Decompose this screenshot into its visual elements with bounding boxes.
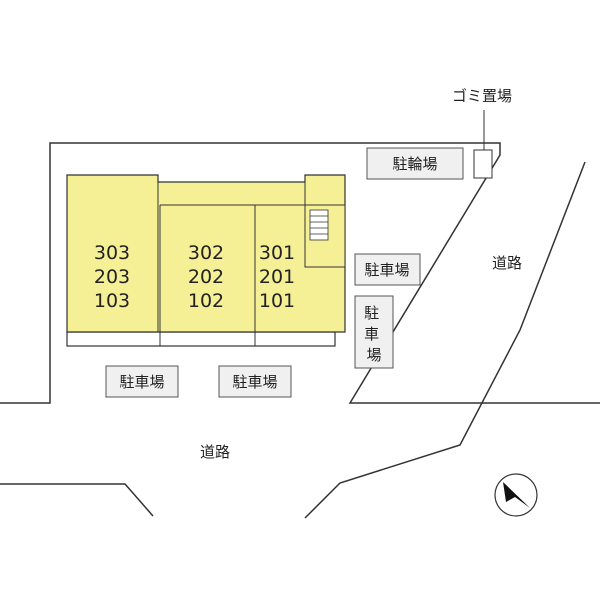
garbage-label: ゴミ置場 bbox=[452, 87, 512, 105]
parking-box-east bbox=[354, 253, 421, 286]
parking-char-3: 場 bbox=[366, 346, 381, 364]
parking-box-vertical bbox=[354, 295, 394, 369]
parking-label-west: 駐車場 bbox=[119, 373, 164, 391]
unit-102: 102 bbox=[188, 290, 224, 312]
road-edge-right bbox=[304, 161, 586, 519]
unit-302: 302 bbox=[188, 242, 224, 264]
road-label-south: 道路 bbox=[200, 443, 230, 461]
building-base bbox=[66, 331, 336, 347]
unit-202: 202 bbox=[188, 266, 224, 288]
road-label-east: 道路 bbox=[492, 254, 522, 272]
parking-label-vertical: 駐 車 場 bbox=[364, 304, 384, 364]
bicycle-parking-label: 駐輪場 bbox=[392, 155, 437, 173]
bicycle-parking-box bbox=[366, 147, 464, 180]
parking-label-south: 駐車場 bbox=[232, 373, 277, 391]
north-arrow-icon bbox=[494, 473, 538, 517]
parking-char-1: 駐 bbox=[364, 304, 379, 322]
road-edge-bottom bbox=[0, 483, 154, 517]
unit-303: 303 bbox=[94, 242, 130, 264]
unit-divider-2 bbox=[159, 205, 256, 332]
parking-label-east: 駐車場 bbox=[364, 261, 409, 279]
unit-101: 101 bbox=[259, 290, 295, 312]
stairs bbox=[304, 182, 346, 268]
unit-201: 201 bbox=[259, 266, 295, 288]
unit-203: 203 bbox=[94, 266, 130, 288]
garbage-area bbox=[473, 149, 493, 179]
unit-103: 103 bbox=[94, 290, 130, 312]
unit-301: 301 bbox=[259, 242, 295, 264]
parking-char-2: 車 bbox=[364, 325, 379, 343]
parking-box-south bbox=[218, 365, 292, 398]
parking-box-west bbox=[105, 365, 179, 398]
site-boundary bbox=[0, 142, 600, 404]
